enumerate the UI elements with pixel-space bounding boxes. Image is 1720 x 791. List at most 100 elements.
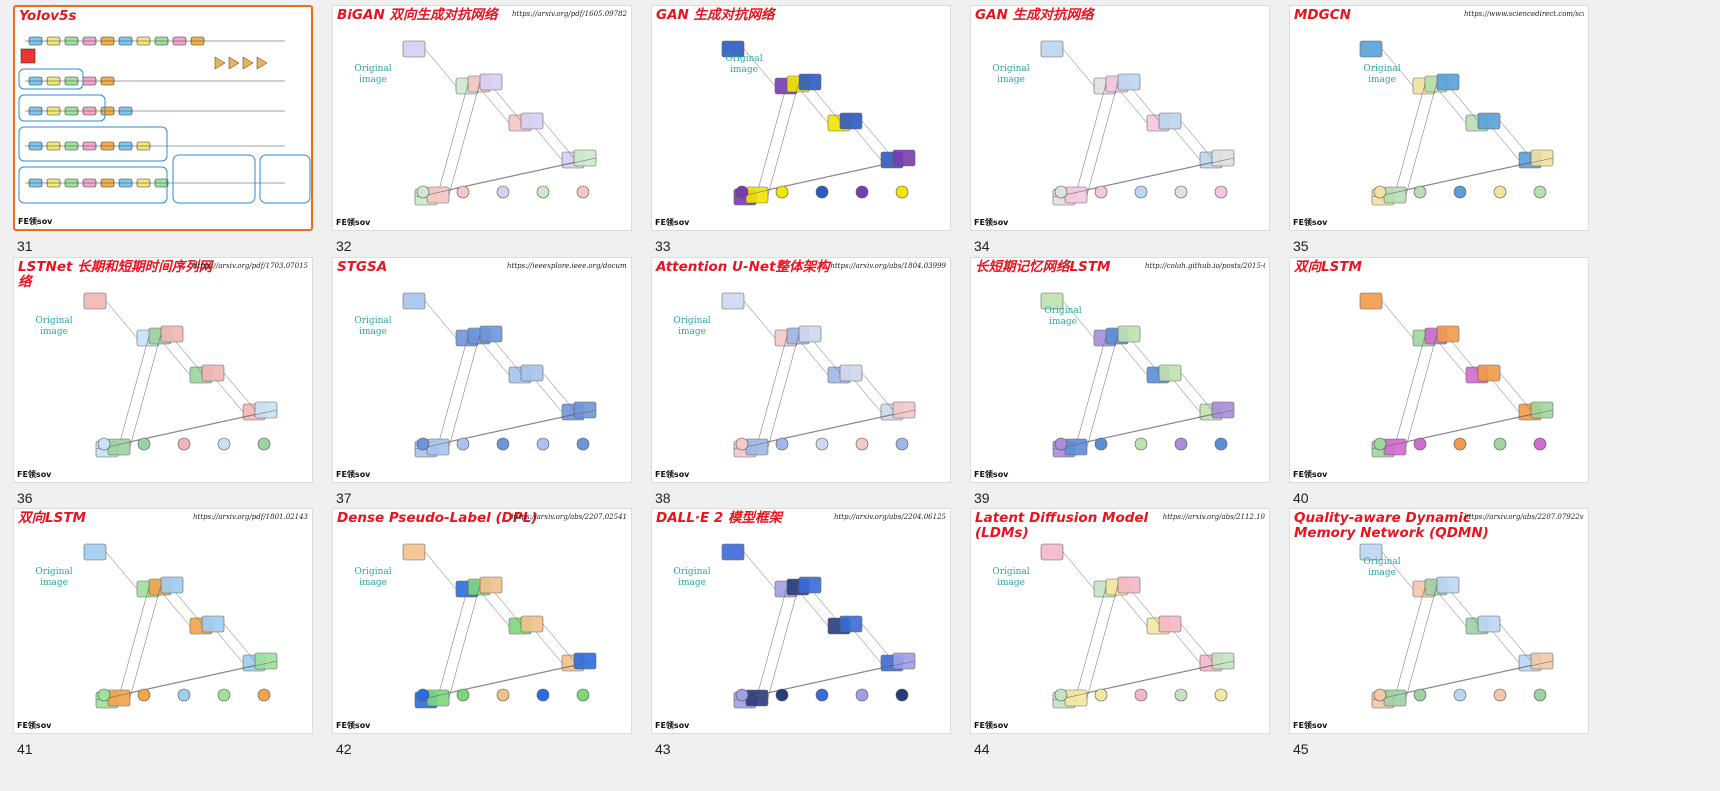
- slide-diagram-image: [1359, 543, 1554, 709]
- slide-diagram-image: [721, 40, 916, 206]
- original-image-note: Original image: [35, 316, 73, 337]
- slide-thumbnail-42[interactable]: Dense Pseudo-Label (DPL)https://arxiv.or…: [332, 508, 632, 734]
- slide-logo-badge: FE领sov: [17, 470, 52, 479]
- slide-logo-badge: FE领sov: [17, 721, 52, 730]
- original-image-note: Original image: [35, 567, 73, 588]
- slide-thumbnail-32[interactable]: BiGAN 双向生成对抗网络 https://arxiv.org/pdf/1605…: [332, 5, 632, 231]
- slide-number: 32: [336, 238, 352, 254]
- slide-logo-badge: FE领sov: [974, 470, 1009, 479]
- slide-source-url: https://arxiv.org/pdf/1703.07015: [193, 262, 308, 270]
- slide-title: GAN 生成对抗网络: [656, 7, 775, 23]
- slide-title: 双向LSTM: [1294, 259, 1362, 275]
- slide-source-url: http://arxiv.org/abs/2204.06125: [833, 513, 946, 521]
- slide-logo-badge: FE领sov: [1293, 218, 1328, 227]
- slide-source-url: https://arxiv.org/abs/1804.03999: [830, 262, 946, 270]
- slide-logo-badge: FE领sov: [1293, 470, 1328, 479]
- slide-number: 40: [1293, 490, 1309, 506]
- slide-title: BiGAN 双向生成对抗网络: [337, 7, 498, 23]
- original-image-note: Original image: [354, 316, 392, 337]
- slide-thumbnail-45[interactable]: Quality-aware Dynamic Memory Network (QD…: [1289, 508, 1589, 734]
- slide-number: 44: [974, 741, 990, 757]
- slide-number: 35: [1293, 238, 1309, 254]
- original-image-note: Original image: [1363, 557, 1401, 578]
- slide-title: MDGCN: [1294, 7, 1351, 23]
- slide-number: 43: [655, 741, 671, 757]
- slide-source-url: https://arxiv.org/abs/2207.02541: [511, 513, 627, 521]
- slide-title: Quality-aware Dynamic Memory Network (QD…: [1294, 510, 1489, 541]
- slide-diagram-image: [18, 36, 311, 204]
- slide-number: 36: [17, 490, 33, 506]
- slide-source-url: https://arxiv.org/pdf/1801.02143: [193, 513, 308, 521]
- slide-source-url: https://arxiv.org/abs/2112.10: [1162, 513, 1265, 521]
- slide-thumbnail-43[interactable]: DALL·E 2 模型框架 http://arxiv.org/abs/2204.0…: [651, 508, 951, 734]
- original-image-note: Original image: [673, 567, 711, 588]
- slide-number: 42: [336, 741, 352, 757]
- slide-diagram-image: [1040, 40, 1235, 206]
- slide-diagram-image: [83, 292, 278, 458]
- slide-logo-badge: FE领sov: [974, 218, 1009, 227]
- slide-thumbnail-37[interactable]: STGSA https://ieeexplore.ieee.org/documen…: [332, 257, 632, 483]
- slide-title: 长短期记忆网络LSTM: [975, 259, 1111, 275]
- original-image-note: Original image: [992, 64, 1030, 85]
- slide-diagram-image: [721, 292, 916, 458]
- slide-logo-badge: FE领sov: [336, 218, 371, 227]
- slide-diagram-image: [1040, 292, 1235, 458]
- slide-diagram-image: [402, 543, 597, 709]
- slide-number: 31: [17, 238, 33, 254]
- slide-source-url: https://arxiv.org/pdf/1605.09782: [512, 10, 627, 18]
- slide-number: 37: [336, 490, 352, 506]
- original-image-note: Original image: [354, 567, 392, 588]
- slide-logo-badge: FE领sov: [974, 721, 1009, 730]
- slide-title: GAN 生成对抗网络: [975, 7, 1094, 23]
- slide-diagram-image: [402, 292, 597, 458]
- slide-number: 45: [1293, 741, 1309, 757]
- slide-source-url: http://colah.github.io/posts/2015-08-Und…: [1145, 262, 1265, 270]
- slide-thumbnail-35[interactable]: MDGCN https://www.sciencedirect.com/scien…: [1289, 5, 1589, 231]
- slide-diagram-image: [402, 40, 597, 206]
- slide-title: LSTNet 长期和短期时间序列网络: [18, 259, 213, 290]
- slide-title: STGSA: [337, 259, 388, 275]
- slide-number: 34: [974, 238, 990, 254]
- slide-thumbnail-44[interactable]: Latent Diffusion Model (LDMs) https://arx…: [970, 508, 1270, 734]
- slide-number: 38: [655, 490, 671, 506]
- slide-source-url: https://ieeexplore.ieee.org/document/100…: [507, 262, 627, 270]
- slide-logo-badge: FE领sov: [1293, 721, 1328, 730]
- slide-title: 双向LSTM: [18, 510, 86, 526]
- slide-logo-badge: FE领sov: [655, 470, 690, 479]
- slide-diagram-image: [1359, 292, 1554, 458]
- original-image-note: Original image: [725, 54, 763, 75]
- original-image-note: Original image: [1044, 306, 1082, 327]
- slide-thumbnail-39[interactable]: 长短期记忆网络LSTM http://colah.github.io/posts/…: [970, 257, 1270, 483]
- slide-number: 39: [974, 490, 990, 506]
- slide-title: DALL·E 2 模型框架: [656, 510, 783, 526]
- original-image-note: Original image: [1363, 64, 1401, 85]
- slide-number: 33: [655, 238, 671, 254]
- original-image-note: Original image: [992, 567, 1030, 588]
- slide-diagram-image: [1359, 40, 1554, 206]
- slide-source-url: https://arxiv.org/abs/2207.07922v1: [1464, 513, 1584, 521]
- slide-logo-badge: FE领sov: [655, 721, 690, 730]
- slide-number: 41: [17, 741, 33, 757]
- slide-source-url: https://www.sciencedirect.com/science/ar…: [1464, 10, 1584, 18]
- slide-logo-badge: FE领sov: [336, 721, 371, 730]
- slide-logo-badge: FE领sov: [655, 218, 690, 227]
- slide-thumbnail-40[interactable]: 双向LSTM FE领sov: [1289, 257, 1589, 483]
- slide-diagram-image: [83, 543, 278, 709]
- slide-title: Latent Diffusion Model (LDMs): [975, 510, 1149, 541]
- slide-diagram-image: [721, 543, 916, 709]
- slide-logo-badge: FE领sov: [18, 217, 53, 226]
- slide-title: Yolov5s: [19, 8, 77, 24]
- original-image-note: Original image: [354, 64, 392, 85]
- slide-diagram-image: [1040, 543, 1235, 709]
- slide-title: Attention U-Net整体架构: [656, 259, 830, 275]
- slide-title: Dense Pseudo-Label (DPL): [337, 510, 538, 526]
- original-image-note: Original image: [673, 316, 711, 337]
- slide-logo-badge: FE领sov: [336, 470, 371, 479]
